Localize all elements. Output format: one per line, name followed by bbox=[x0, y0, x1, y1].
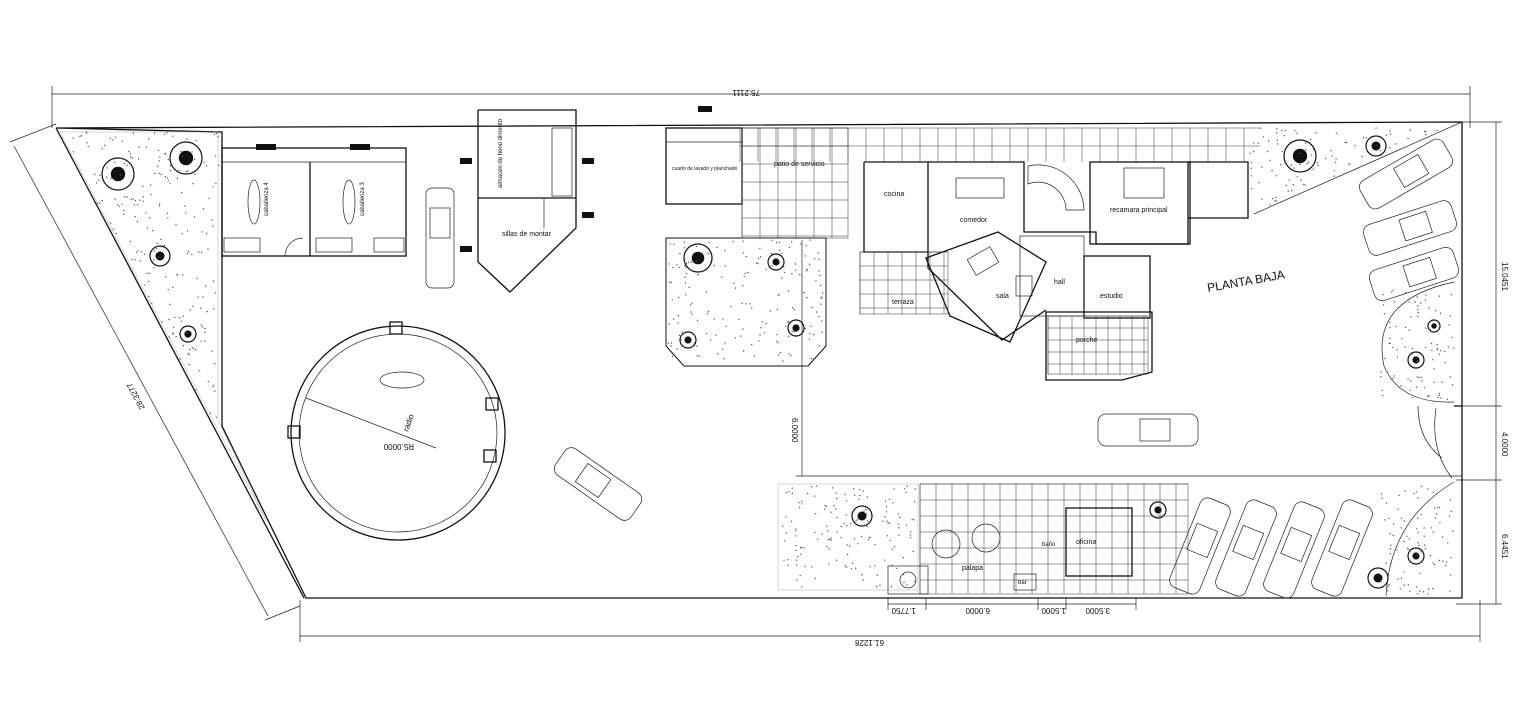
room-comedor: comedor bbox=[960, 217, 988, 224]
riding-ring bbox=[287, 321, 506, 541]
main-house bbox=[859, 161, 1249, 381]
dimension-ticks bbox=[796, 240, 1462, 610]
plan-title: PLANTA BAJA bbox=[1206, 268, 1286, 295]
trees bbox=[101, 135, 1441, 589]
dim-drive-width: 6.0000 bbox=[790, 418, 799, 443]
tree-icon bbox=[1367, 567, 1389, 589]
tree-icon bbox=[1407, 351, 1425, 369]
dim-radius: R5.0000 bbox=[383, 442, 414, 451]
room-bar: bar bbox=[1018, 580, 1027, 586]
room-caballeriza-4: caballeriza 4 bbox=[264, 182, 270, 216]
cars bbox=[425, 138, 1460, 599]
tree-icon bbox=[1283, 139, 1317, 173]
room-cuarto-lavado: cuarto de lavado y planchado bbox=[672, 166, 738, 172]
bottom-buildings bbox=[887, 483, 1189, 595]
islands bbox=[1381, 281, 1455, 597]
tree-icon bbox=[1427, 319, 1441, 333]
dim-oficina-w: 3.5000 bbox=[1085, 606, 1110, 615]
dim-right-gate: 4.0000 bbox=[1500, 432, 1509, 457]
room-hall: hall bbox=[1054, 279, 1065, 286]
tree-icon bbox=[179, 325, 197, 343]
room-estudio: estudio bbox=[1100, 293, 1123, 300]
tile-grid bbox=[859, 251, 948, 314]
room-almacen: almacen de heno dimento bbox=[498, 118, 504, 188]
room-oficina: oficina bbox=[1076, 539, 1096, 546]
storage-rooms bbox=[460, 109, 594, 293]
tree-icon bbox=[149, 245, 171, 267]
dim-palapa-a: 1.7750 bbox=[891, 606, 916, 615]
tree-icon bbox=[169, 141, 203, 175]
tree-icon bbox=[683, 243, 713, 273]
room-patio-servicio: patio de servicio bbox=[774, 161, 825, 168]
room-caballeriza-3: caballeriza 3 bbox=[360, 182, 366, 216]
dim-bar-w: 1.5000 bbox=[1041, 606, 1066, 615]
dim-bottom-total: 61.1228 bbox=[855, 638, 884, 647]
dim-top-total: 75.2111 bbox=[732, 88, 760, 97]
tree-icon bbox=[1365, 135, 1387, 157]
stipple bbox=[61, 127, 1455, 595]
tree-icon bbox=[679, 331, 697, 349]
dim-palapa-b: 6.0000 bbox=[965, 606, 990, 615]
dimension-lines bbox=[9, 86, 1502, 642]
tree-icon bbox=[1407, 547, 1425, 565]
tree-icon bbox=[851, 505, 873, 527]
room-sala: sala bbox=[996, 293, 1009, 300]
dim-right-bottom: 6.4451 bbox=[1500, 534, 1509, 559]
tile-grid bbox=[1047, 315, 1148, 374]
room-terraza: terraza bbox=[892, 299, 914, 306]
dim-radius-line: radio bbox=[401, 412, 416, 432]
stables bbox=[221, 144, 407, 257]
room-cocina: cocina bbox=[884, 191, 904, 198]
room-porche: porche bbox=[1076, 337, 1098, 344]
room-sillas: sillas de montar bbox=[502, 231, 552, 238]
tree-icon bbox=[767, 253, 785, 271]
tile-grid bbox=[919, 483, 1188, 594]
room-recamara: recamara principal bbox=[1110, 207, 1168, 214]
room-bano: baño bbox=[1042, 542, 1056, 548]
tree-icon bbox=[1149, 501, 1167, 519]
garden-areas bbox=[59, 131, 919, 591]
tree-icon bbox=[787, 319, 805, 337]
tree-icon bbox=[101, 157, 135, 191]
tile-grid bbox=[739, 127, 1260, 162]
dim-right-top: 15.0451 bbox=[1500, 262, 1509, 291]
room-palapa: palapa bbox=[962, 565, 983, 572]
